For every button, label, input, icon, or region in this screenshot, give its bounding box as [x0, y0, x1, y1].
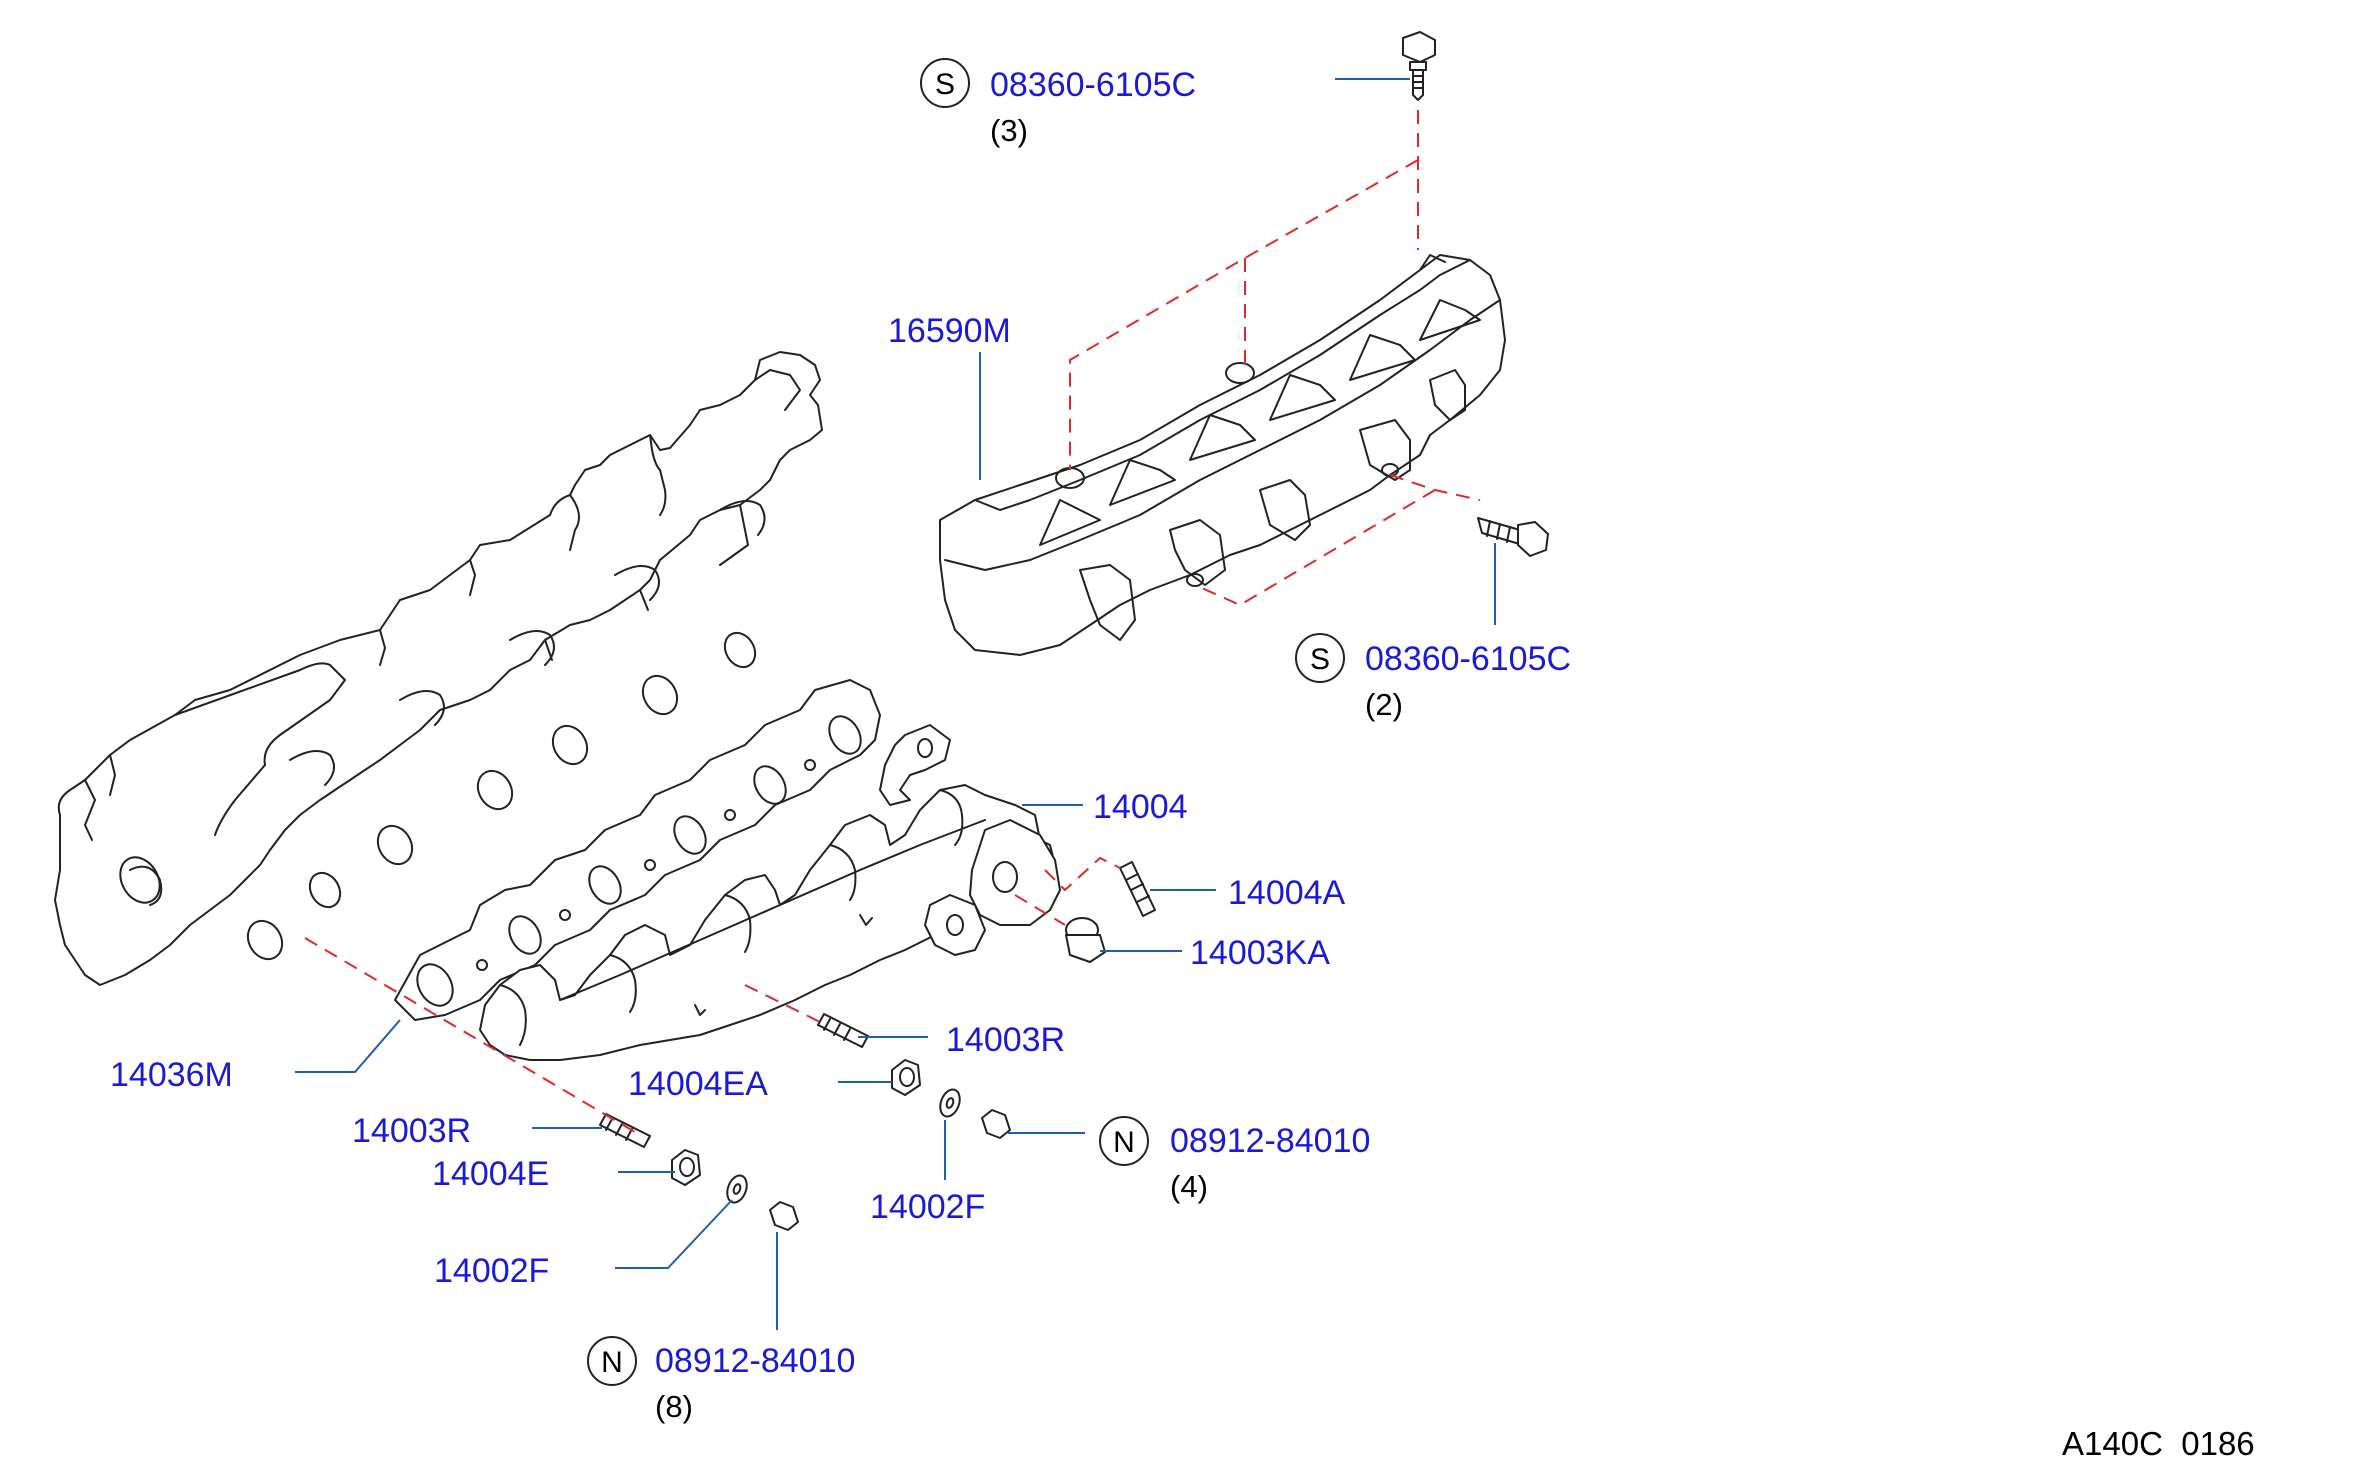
part-number-label: 08912-84010 [655, 1342, 855, 1380]
part-number-label: 16590M [888, 312, 1011, 350]
part-number-label: 08360-6105C [990, 66, 1196, 104]
part-number-label: 14004E [432, 1155, 549, 1193]
part-number-label: 14003KA [1190, 934, 1330, 972]
symbol-letter: N [601, 1346, 623, 1379]
part-number-label: 14002F [434, 1252, 549, 1290]
part-number-label: 14004EA [628, 1065, 768, 1103]
part-number-label: 08360-6105C [1365, 640, 1571, 678]
stud-mid-drawing [817, 1013, 869, 1048]
quantity-label: (2) [1365, 687, 1403, 722]
cylinder-head-drawing [54, 351, 823, 986]
part-number-label: 14004A [1228, 874, 1346, 912]
gasket-drawing [394, 679, 881, 1021]
symbol-circle [587, 1336, 637, 1386]
symbol-letter: S [935, 68, 955, 101]
part-number-label: 14003R [352, 1112, 471, 1150]
assembly-dashed-lines [304, 110, 1481, 1136]
washer-left-drawing [726, 1174, 748, 1204]
symbol-circle [920, 58, 970, 108]
bolt-top-drawing [1402, 31, 1436, 101]
quantity-label: (8) [655, 1389, 693, 1424]
nut-left-drawing [769, 1201, 799, 1231]
part-number-label: 14002F [870, 1188, 985, 1226]
symbol-circle [1295, 633, 1345, 683]
symbol-letter: N [1113, 1126, 1135, 1159]
spacer-mid-drawing [891, 1059, 921, 1096]
spacer-left-drawing [671, 1149, 701, 1186]
stud-left-drawing [599, 1113, 651, 1148]
plug-drawing [1065, 917, 1106, 963]
quantity-label: (3) [990, 113, 1028, 148]
exhaust-manifold-drawing [479, 724, 1061, 1061]
label-nut-mid: N 08912-84010 (4) [1099, 1116, 1370, 1204]
part-number-label: 14004 [1093, 788, 1188, 826]
label-bolt-right: S 08360-6105C (2) [1295, 633, 1571, 722]
part-number-label: 14036M [110, 1056, 233, 1094]
part-number-label: 14003R [946, 1021, 1065, 1059]
label-nut-left: N 08912-84010 (8) [587, 1336, 855, 1424]
leader-lines [295, 78, 1496, 1330]
washer-mid-drawing [939, 1088, 961, 1118]
diagram-code: A140C 0186 [2062, 1425, 2255, 1462]
nut-mid-drawing [981, 1109, 1011, 1139]
part-number-label: 08912-84010 [1170, 1122, 1370, 1160]
quantity-label: (4) [1170, 1169, 1208, 1204]
heat-insulator-drawing [939, 254, 1506, 656]
bolt-right-drawing [1477, 517, 1549, 557]
symbol-circle [1099, 1116, 1149, 1166]
label-bolt-top: S 08360-6105C (3) [920, 58, 1196, 148]
stud-right-drawing [1119, 861, 1156, 917]
symbol-letter: S [1310, 643, 1330, 676]
